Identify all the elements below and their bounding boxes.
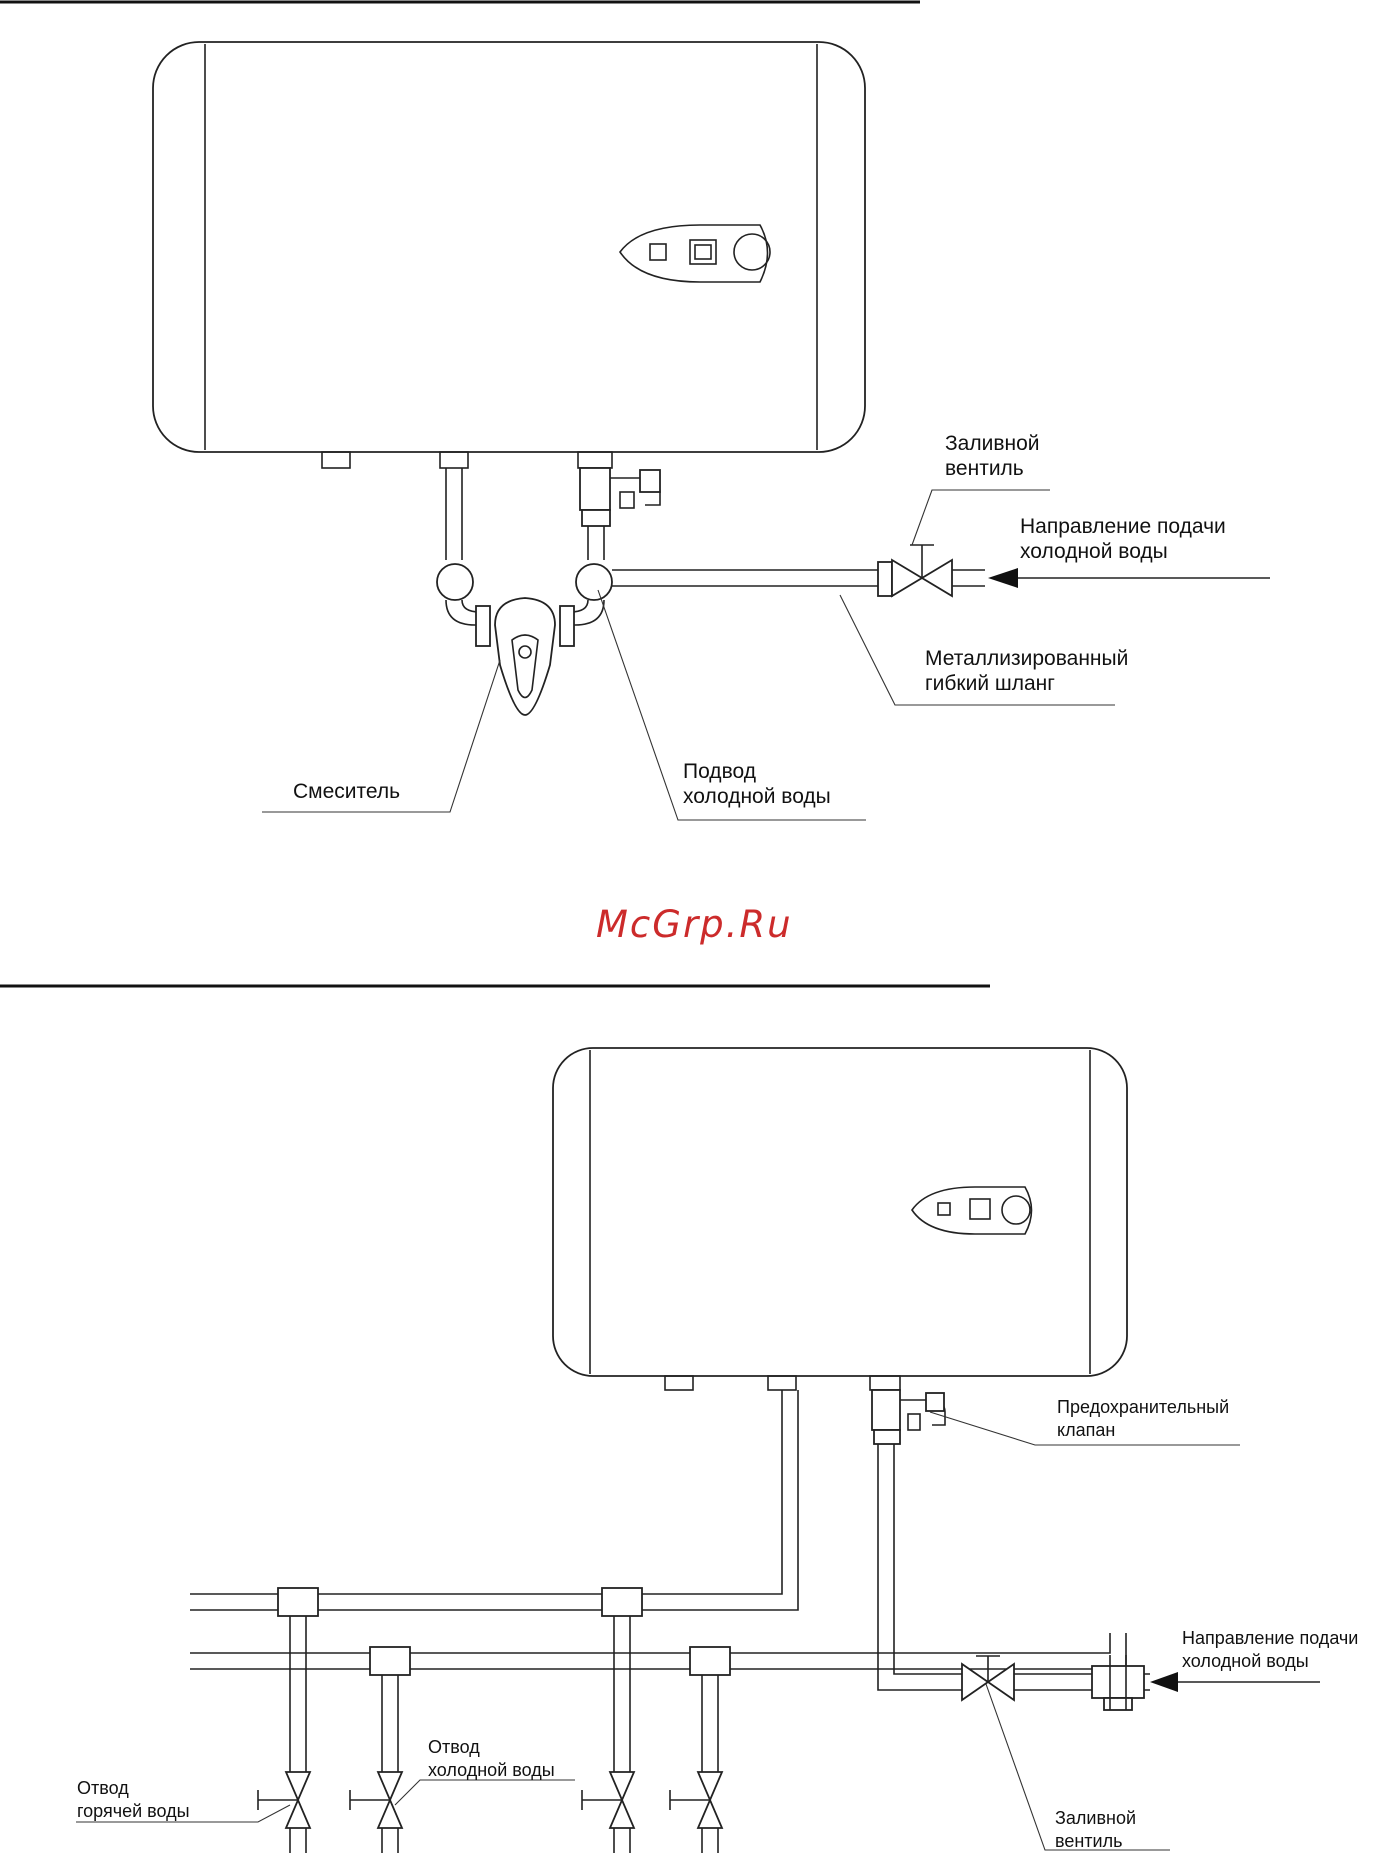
label-hose-1: Металлизированный: [925, 647, 1128, 670]
heater-tank: [153, 42, 865, 452]
label-safety-valve-2: клапан: [1057, 1420, 1115, 1440]
label-cold-dir-top-2: холодной воды: [1020, 540, 1168, 563]
watermark-text: McGrp.Ru: [596, 903, 793, 946]
label-cold-dir-top-1: Направление подачи: [1020, 515, 1226, 538]
label-fill-valve-bottom-1: Заливной: [1055, 1808, 1136, 1828]
diagram-top: Заливной вентиль Направление подачи холо…: [0, 2, 1270, 820]
water-heater-bottom: [553, 1048, 1127, 1390]
label-fill-valve-bottom-2: вентиль: [1055, 1831, 1123, 1851]
mixer-faucet: [437, 564, 612, 715]
fill-valve-bottom: [962, 1656, 1014, 1700]
arrow-left-bottom-icon: [1150, 1672, 1178, 1692]
label-fill-valve-top-2: вентиль: [945, 457, 1024, 480]
label-cold-out-1: Отвод: [428, 1737, 480, 1757]
heater-tank-bottom: [553, 1048, 1127, 1376]
safety-valve-bottom: [872, 1390, 945, 1444]
diagram-bottom: Предохранительный клапан Направление под…: [0, 986, 1358, 1853]
label-hose-2: гибкий шланг: [925, 672, 1055, 695]
label-cold-dir-bottom-1: Направление подачи: [1182, 1628, 1358, 1648]
label-mixer: Смеситель: [293, 780, 400, 803]
water-heater-top: [153, 42, 865, 468]
arrow-left-icon: [988, 568, 1018, 588]
label-cold-out-2: холодной воды: [428, 1760, 555, 1780]
label-cold-supply-2: холодной воды: [683, 785, 831, 808]
label-safety-valve-1: Предохранительный: [1057, 1397, 1229, 1417]
safety-valve-top: [580, 468, 660, 526]
label-cold-supply-1: Подвод: [683, 760, 756, 783]
label-cold-dir-bottom-2: холодной воды: [1182, 1651, 1309, 1671]
label-hot-out-2: горячей воды: [77, 1801, 190, 1821]
label-fill-valve-top-1: Заливной: [945, 432, 1040, 455]
label-hot-out-1: Отвод: [77, 1778, 129, 1798]
fill-valve-top: [892, 545, 985, 596]
